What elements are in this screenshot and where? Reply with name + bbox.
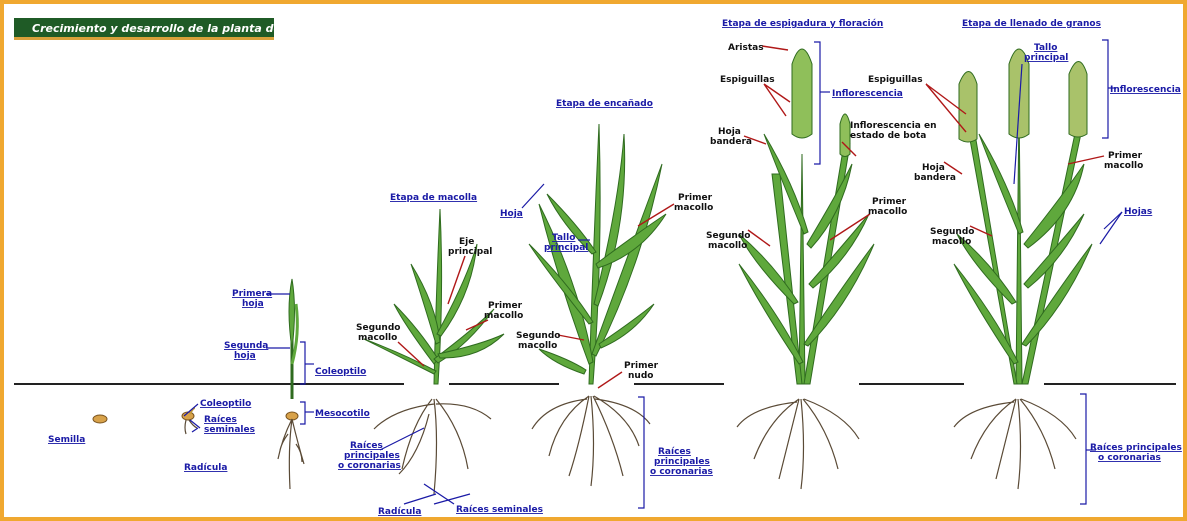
label-primer-macollo-g-2: macollo	[1104, 161, 1143, 171]
label-primer-nudo-1: Primer	[624, 361, 659, 371]
label-segundo-macollo-m-1: Segundo	[356, 323, 400, 333]
label-raices-seminales-m: Raíces seminales	[456, 505, 543, 515]
wheat-growth-illustration: Etapa de macolla Etapa de encañado Etapa…	[4, 4, 1183, 517]
label-primer-macollo-e-2: macollo	[674, 203, 713, 213]
label-radicula-m: Radícula	[378, 507, 421, 517]
label-segunda-hoja-2: hoja	[234, 351, 256, 361]
label-semilla: Semilla	[48, 435, 85, 445]
label-primer-macollo-g-1: Primer	[1108, 151, 1143, 161]
label-raices-principales-e-3: o coronarias	[650, 467, 713, 477]
label-hoja-bandera-g-2: bandera	[914, 173, 956, 183]
label-primera-hoja-1: Primera	[232, 289, 272, 299]
label-raices-principales-m-3: o coronarias	[338, 461, 401, 471]
label-primera-hoja-2: hoja	[242, 299, 264, 309]
label-segundo-macollo-e-2: macollo	[518, 341, 557, 351]
label-hoja-bandera-f-2: bandera	[710, 137, 752, 147]
stage-label-espigadura: Etapa de espigadura y floración	[722, 18, 883, 29]
label-tallo-principal-e-1: Tallo	[552, 233, 575, 243]
label-espiguillas-g: Espiguillas	[868, 75, 923, 85]
label-primer-nudo-2: nudo	[628, 371, 653, 381]
label-primer-macollo-m-2: macollo	[484, 311, 523, 321]
label-hoja-bandera-f-1: Hoja	[718, 127, 741, 137]
stem-elongation-plant-illustration	[529, 124, 666, 486]
stage-label-encanado: Etapa de encañado	[556, 99, 653, 109]
label-inflorescencia-bota-2: estado de bota	[850, 131, 926, 141]
label-tallo-principal-e-2: principal	[544, 243, 588, 253]
label-raices-principales-g-2: o coronarias	[1098, 453, 1161, 463]
label-primer-macollo-f-2: macollo	[868, 207, 907, 217]
label-eje-principal-1: Eje	[459, 237, 474, 247]
label-raices-principales-g-1: Raíces principales	[1090, 443, 1182, 453]
stage-label-macolla: Etapa de macolla	[390, 193, 477, 203]
grain-filling-plant-illustration	[954, 49, 1092, 489]
label-inflorescencia-g: Inflorescencia	[1110, 85, 1181, 95]
stage-label-llenado: Etapa de llenado de granos	[962, 19, 1101, 29]
label-segundo-macollo-g-1: Segundo	[930, 227, 974, 237]
label-segundo-macollo-f-1: Segundo	[706, 231, 750, 241]
label-segundo-macollo-m-2: macollo	[358, 333, 397, 343]
label-eje-principal-2: principal	[448, 247, 492, 257]
label-hoja-e: Hoja	[500, 209, 523, 219]
label-mesocotilo: Mesocotilo	[315, 409, 370, 419]
label-coleoptilo-seed: Coleoptilo	[200, 399, 251, 409]
label-raices-principales-m-2: principales	[344, 451, 400, 461]
label-segunda-hoja-1: Segunda	[224, 341, 268, 351]
label-segundo-macollo-g-2: macollo	[932, 237, 971, 247]
label-hoja-bandera-g-1: Hoja	[922, 163, 945, 173]
label-hojas-g: Hojas	[1124, 207, 1152, 217]
label-raices-principales-e-2: principales	[654, 457, 710, 467]
label-primer-macollo-f-1: Primer	[872, 197, 907, 207]
label-raices-principales-e-1: Raíces	[658, 447, 691, 457]
seed-illustration	[93, 415, 107, 423]
label-primer-macollo-e-1: Primer	[678, 193, 713, 203]
label-segundo-macollo-e-1: Segundo	[516, 331, 560, 341]
label-primer-macollo-m-1: Primer	[488, 301, 523, 311]
label-raices-seminales-seed-2: seminales	[204, 425, 255, 435]
label-tallo-principal-g-2: principal	[1024, 53, 1068, 63]
label-raices-principales-m-1: Raíces	[350, 441, 383, 451]
label-espiguillas-f: Espiguillas	[720, 75, 775, 85]
label-coleoptilo: Coleoptilo	[315, 367, 366, 377]
label-segundo-macollo-f-2: macollo	[708, 241, 747, 251]
label-inflorescencia-f: Inflorescencia	[832, 89, 903, 99]
label-tallo-principal-g-1: Tallo	[1034, 43, 1057, 53]
label-inflorescencia-bota-1: Inflorescencia en	[850, 121, 937, 131]
label-aristas: Aristas	[728, 43, 764, 53]
heading-plant-illustration	[737, 49, 874, 489]
label-radicula-seed: Radícula	[184, 463, 227, 473]
label-raices-seminales-seed-1: Raíces	[204, 415, 237, 425]
